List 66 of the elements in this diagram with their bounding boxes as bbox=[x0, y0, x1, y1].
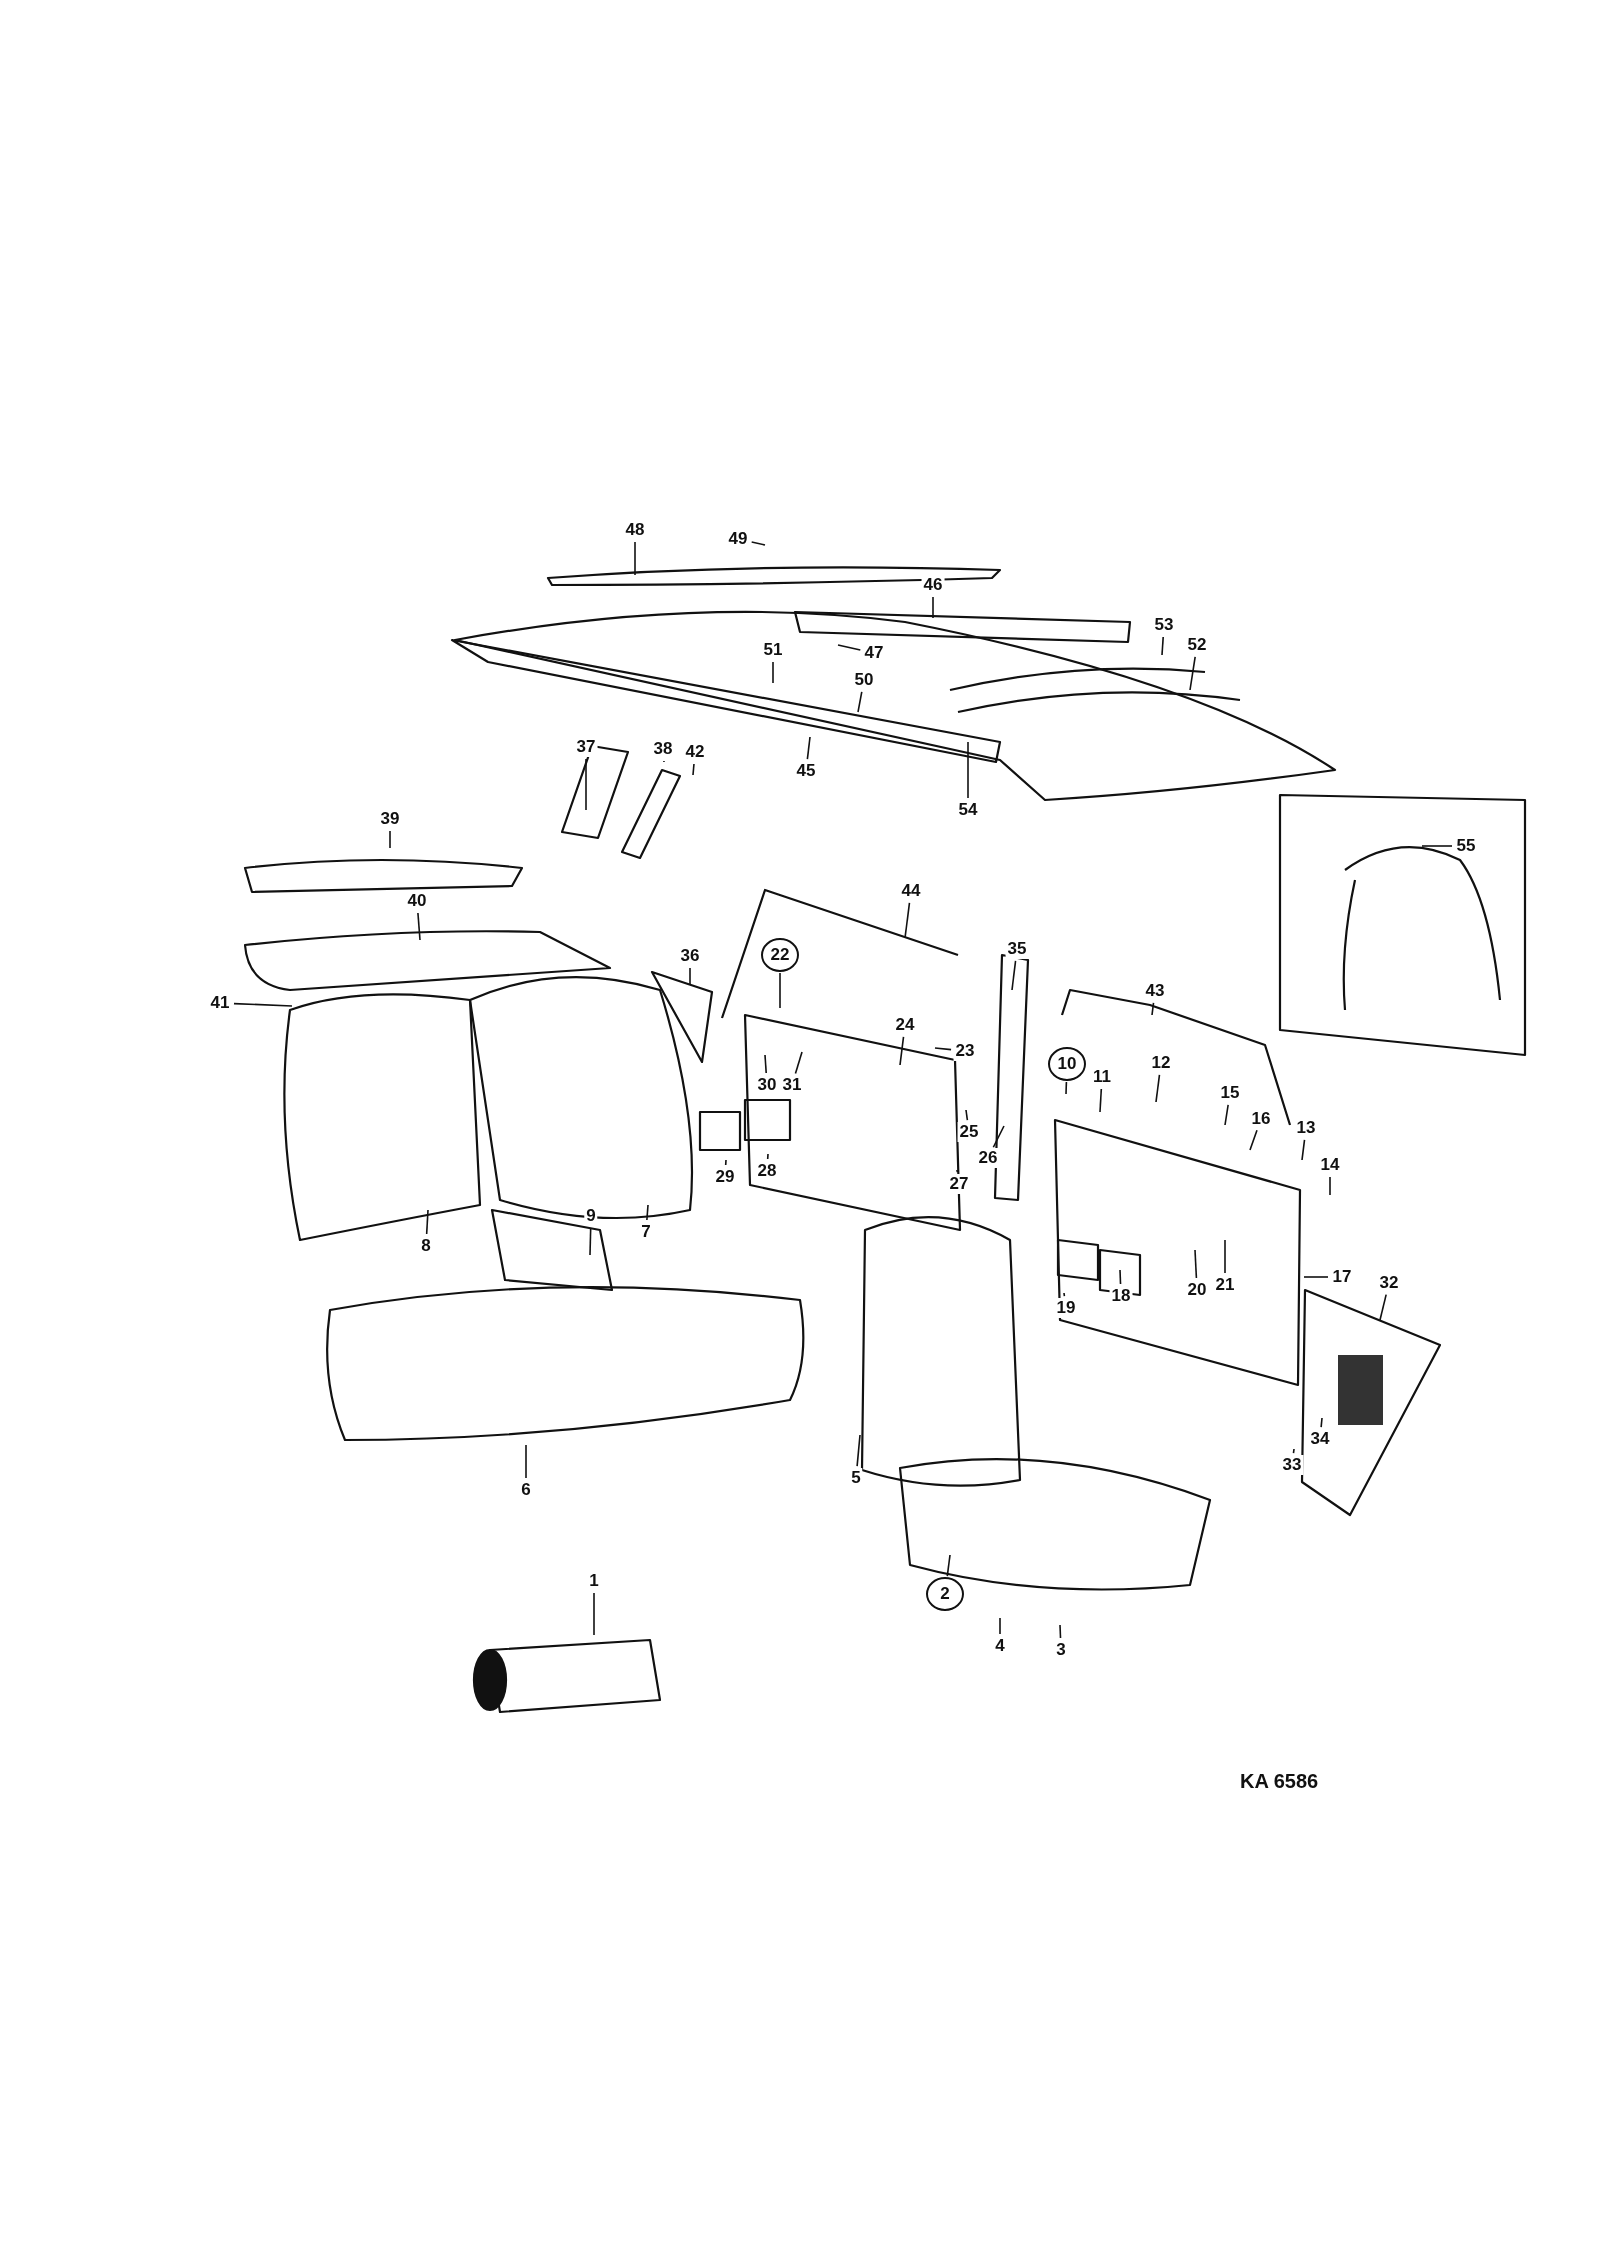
leader-line bbox=[779, 972, 781, 1009]
leader-line bbox=[932, 596, 934, 619]
leader-line bbox=[806, 736, 811, 760]
leader-line bbox=[904, 902, 911, 939]
circled-callout-number: 22 bbox=[761, 938, 799, 972]
leader-line bbox=[425, 1209, 429, 1235]
leader-line bbox=[689, 967, 691, 986]
leader-line bbox=[794, 1051, 803, 1075]
leader-line bbox=[750, 541, 766, 546]
leader-line bbox=[766, 1153, 769, 1160]
leader-line bbox=[1063, 1292, 1066, 1297]
leader-line bbox=[1249, 1129, 1258, 1151]
leader-line bbox=[585, 758, 587, 811]
leader-line bbox=[525, 1444, 527, 1479]
leader-line bbox=[1065, 1081, 1068, 1095]
leader-line bbox=[899, 1036, 905, 1066]
leader-line bbox=[1059, 1624, 1062, 1639]
leader-line bbox=[1151, 1002, 1155, 1016]
callout-number: 33 bbox=[1280, 1455, 1304, 1475]
leader-line bbox=[999, 1617, 1001, 1635]
leader-line bbox=[857, 691, 863, 713]
leader-line bbox=[956, 1169, 959, 1173]
leader-line bbox=[946, 1554, 951, 1577]
leader-line bbox=[856, 1434, 861, 1467]
leader-line bbox=[764, 1054, 767, 1074]
callout-number: 23 bbox=[953, 1041, 977, 1061]
leader-line bbox=[1155, 1074, 1161, 1103]
callout-number: 35 bbox=[1005, 939, 1029, 959]
leader-line bbox=[1119, 1269, 1122, 1285]
leader-line bbox=[692, 763, 695, 776]
leader-line bbox=[1011, 960, 1017, 991]
leader-line bbox=[1099, 1088, 1103, 1113]
circled-callout-number: 10 bbox=[1048, 1047, 1086, 1081]
callout-number: 26 bbox=[976, 1148, 1000, 1168]
leader-line bbox=[1379, 1293, 1387, 1321]
leader-line bbox=[389, 830, 391, 849]
leader-line bbox=[1329, 1176, 1331, 1196]
callout-number: 37 bbox=[574, 737, 598, 757]
callout-number: 25 bbox=[957, 1122, 981, 1142]
leader-line bbox=[724, 1159, 727, 1166]
leader-line bbox=[967, 741, 969, 799]
leader-line bbox=[417, 912, 421, 941]
leader-line bbox=[1161, 636, 1164, 656]
leader-line bbox=[934, 1047, 952, 1051]
leader-line bbox=[646, 1204, 649, 1221]
leader-line bbox=[772, 661, 774, 684]
circled-callout-number: 2 bbox=[926, 1577, 964, 1611]
callout-number: 19 bbox=[1054, 1298, 1078, 1318]
leader-line bbox=[1224, 1104, 1229, 1126]
leader-line bbox=[1320, 1417, 1323, 1428]
leader-line bbox=[1301, 1139, 1306, 1161]
leader-line bbox=[589, 1227, 592, 1256]
leader-line bbox=[1303, 1276, 1329, 1278]
leader-line bbox=[1189, 656, 1196, 691]
leader-line bbox=[634, 541, 636, 576]
leader-line bbox=[1292, 1448, 1295, 1454]
leader-line bbox=[233, 1002, 293, 1007]
leader-line bbox=[1421, 845, 1453, 847]
leader-line bbox=[837, 644, 862, 651]
leader-line bbox=[992, 1125, 1005, 1149]
leader-line bbox=[1194, 1249, 1198, 1279]
leader-line bbox=[593, 1592, 595, 1636]
drawing-number: KA 6586 bbox=[1240, 1770, 1319, 1793]
leader-line bbox=[1224, 1239, 1226, 1274]
leader-line bbox=[965, 1109, 969, 1121]
callout-number: 27 bbox=[947, 1174, 971, 1194]
